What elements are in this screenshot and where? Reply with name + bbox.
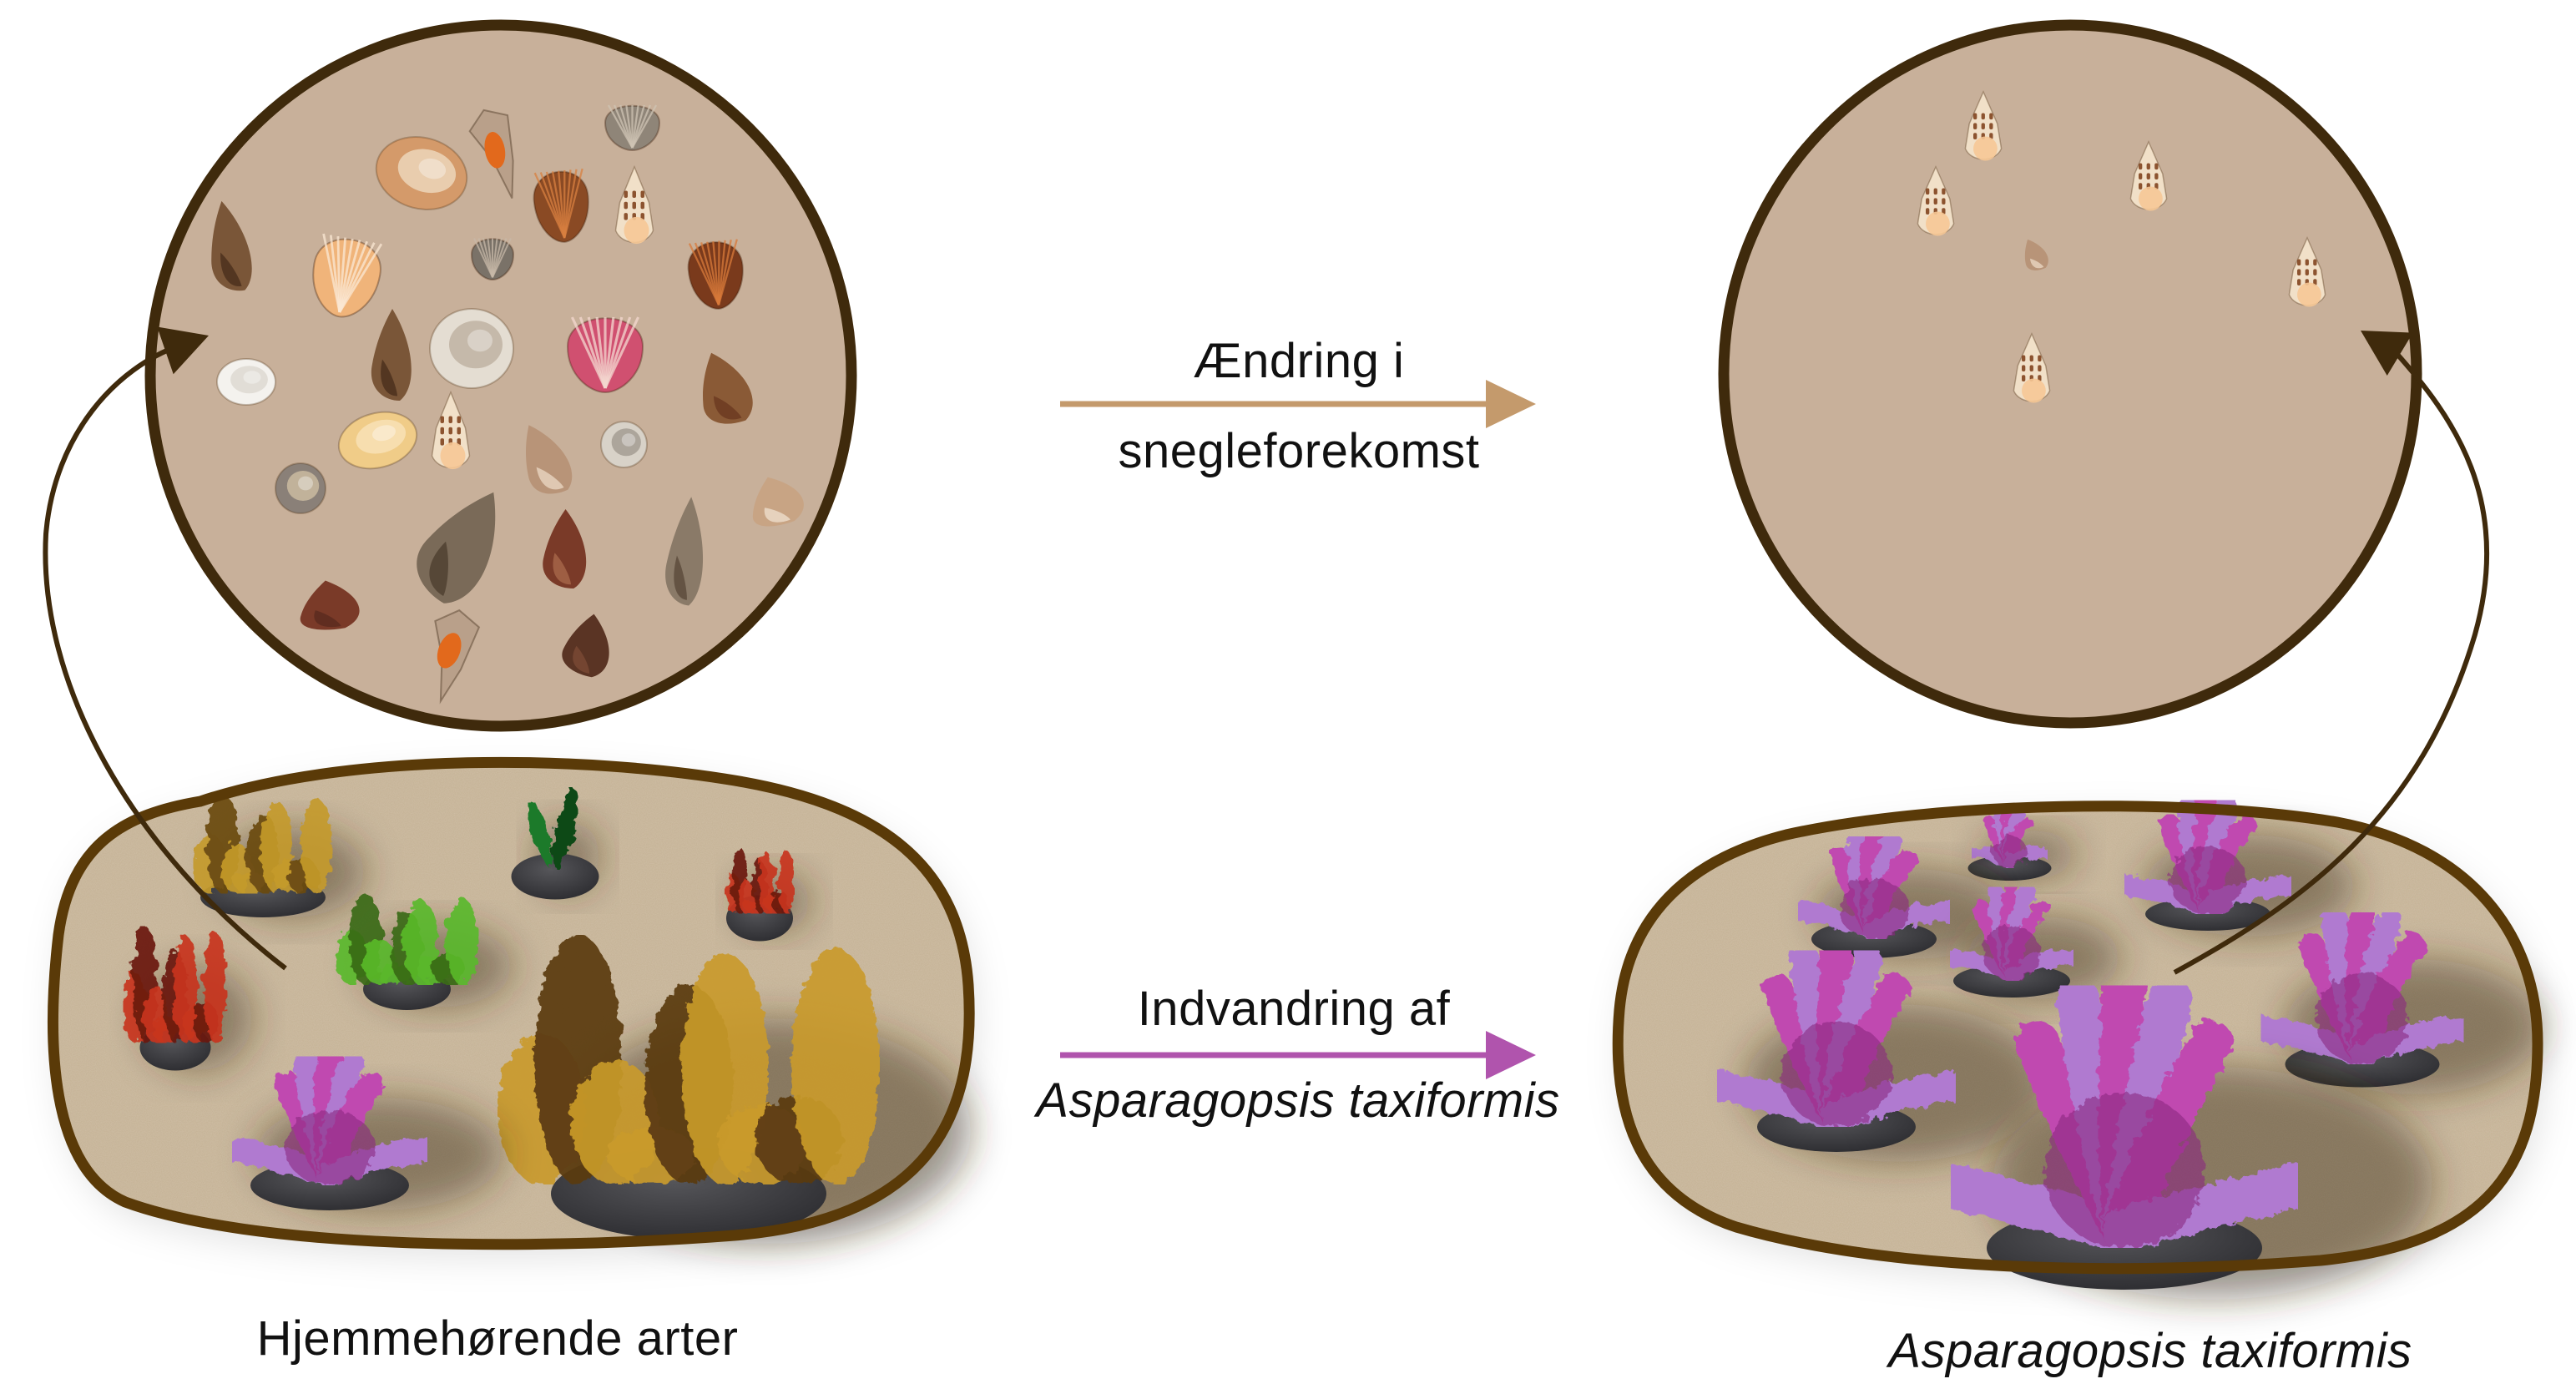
shell-spire-icon xyxy=(665,497,703,606)
snail-change-arrow xyxy=(1060,380,1536,428)
shell-whelk-icon xyxy=(2288,236,2326,307)
shell-whelk-icon xyxy=(2129,140,2168,211)
invaded-species-caption: Asparagopsis taxiformis xyxy=(1888,1324,2412,1378)
shell-scallop-icon xyxy=(470,238,515,281)
shell-brown-cone-icon xyxy=(300,580,360,630)
shell-whelk-icon xyxy=(1917,165,1955,236)
snail-change-label-line2: snegleforekomst xyxy=(1118,424,1480,478)
arrowhead-icon xyxy=(2361,331,2413,376)
shell-spire-icon xyxy=(417,492,496,604)
shell-scallop-icon xyxy=(604,104,661,152)
shell-brown-cone-icon xyxy=(371,309,412,401)
shell-conch-icon xyxy=(468,109,514,200)
plant-asparagopsis-icon xyxy=(2114,790,2356,937)
shell-cockle-icon xyxy=(687,239,744,310)
shell-white-clam-icon xyxy=(216,358,276,406)
shell-brown-cone-icon xyxy=(543,509,587,588)
shell-pink-scallop-icon xyxy=(566,316,644,394)
shell-whelk-icon xyxy=(614,165,654,245)
arrowhead-icon xyxy=(157,326,209,375)
plant-asparagopsis-icon xyxy=(1966,806,2078,881)
shell-round-grey-icon xyxy=(275,462,326,514)
shell-round-white-icon xyxy=(429,308,514,389)
native-species-caption: Hjemmehørende arter xyxy=(256,1311,739,1366)
shell-mottled-cone-icon xyxy=(2024,239,2048,270)
plant-asparagopsis-icon xyxy=(220,1043,503,1210)
plant-golden-seaweed-icon xyxy=(193,793,366,917)
invaded-snail-panel xyxy=(1718,19,2422,729)
plant-asparagopsis-icon xyxy=(2248,899,2543,1094)
shell-brown-cone-icon xyxy=(562,614,609,678)
plant-asparagopsis-icon xyxy=(1942,879,2121,999)
invaded-feedback-arrow xyxy=(2173,331,2490,975)
shell-mottled-cone-icon xyxy=(752,477,804,527)
plant-asparagopsis-icon xyxy=(1701,935,2049,1162)
invasion-label-species: Asparagopsis taxiformis xyxy=(1036,1073,1560,1128)
plant-red-seaweed-icon xyxy=(725,846,811,942)
arrowhead-icon xyxy=(1486,380,1536,428)
plant-golden-seaweed-icon xyxy=(498,935,972,1244)
shell-whelk-icon xyxy=(431,391,471,470)
shell-cockle-striped-icon xyxy=(312,233,383,318)
panel-circle xyxy=(1718,19,2422,729)
native-seabed-panel xyxy=(48,756,975,1256)
native-feedback-arrow xyxy=(43,326,287,971)
plant-asparagopsis-icon xyxy=(1788,826,2009,959)
shell-conch-icon xyxy=(434,609,481,705)
snail-change-label-line1: Ændring i xyxy=(1193,334,1405,388)
plant-green-seaweed-icon xyxy=(335,893,513,1010)
shell-clam-icon xyxy=(375,136,468,210)
invasion-label-line1: Indvandring af xyxy=(1137,982,1451,1036)
plant-red-seaweed-icon xyxy=(123,926,253,1071)
invaded-seabed-panel xyxy=(1612,790,2543,1300)
shell-whelk-icon xyxy=(1964,90,2003,161)
invasion-arrow xyxy=(1060,1031,1536,1079)
native-snail-panel xyxy=(144,19,857,732)
shell-mottled-cone-icon xyxy=(525,425,573,494)
arrowhead-icon xyxy=(1486,1031,1536,1079)
shell-brown-cone-icon xyxy=(211,200,252,291)
shell-whelk-icon xyxy=(2013,332,2051,403)
shell-cockle-icon xyxy=(533,168,589,243)
plant-green-kelp-icon xyxy=(511,787,600,900)
shell-brown-cone-icon xyxy=(703,352,753,424)
shell-cowrie-icon xyxy=(337,411,418,470)
shell-round-grey-icon xyxy=(600,421,648,468)
